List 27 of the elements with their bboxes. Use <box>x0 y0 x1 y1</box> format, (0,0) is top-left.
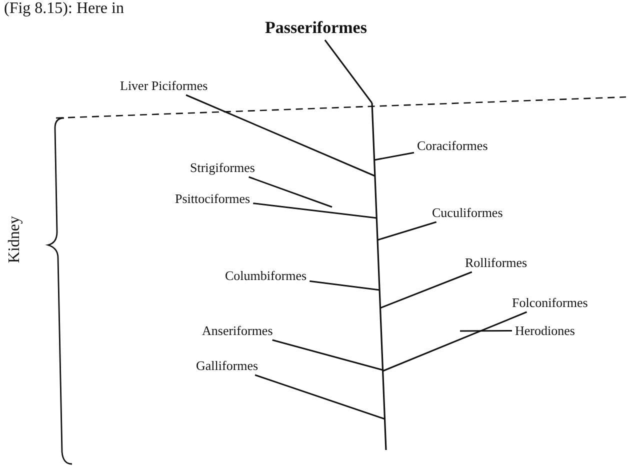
taxon-label: Cuculiformes <box>432 205 503 220</box>
taxon-label: Psittociformes <box>175 191 250 206</box>
taxon-label: Rolliformes <box>465 255 528 270</box>
branch-line <box>248 176 332 208</box>
branch-line <box>310 280 380 291</box>
branch-line <box>272 339 383 371</box>
branch-line <box>254 374 385 420</box>
taxon-label: Liver Piciformes <box>120 78 208 93</box>
caption-text: (Fig 8.15): Here in <box>4 0 124 18</box>
tree-trunk <box>370 103 388 450</box>
axis-label: Kidney <box>6 216 24 264</box>
branch-line <box>186 94 376 177</box>
taxon-label: Herodiones <box>515 323 575 338</box>
branch-line <box>253 202 377 219</box>
branch-line <box>324 40 373 104</box>
taxon-label: Strigiformes <box>190 160 255 175</box>
branch-line <box>377 221 437 241</box>
branch-line <box>382 311 528 372</box>
taxon-label: Coraciformes <box>417 138 488 153</box>
branch-line <box>460 330 512 332</box>
taxon-label: Columbiformes <box>225 268 307 283</box>
taxon-label: Folconiformes <box>512 295 588 310</box>
taxon-label: Anseriformes <box>202 323 273 338</box>
taxon-label: Passeriformes <box>265 18 367 38</box>
branch-line <box>374 152 414 161</box>
branch-line <box>380 271 472 309</box>
taxon-label: Galliformes <box>196 358 258 373</box>
